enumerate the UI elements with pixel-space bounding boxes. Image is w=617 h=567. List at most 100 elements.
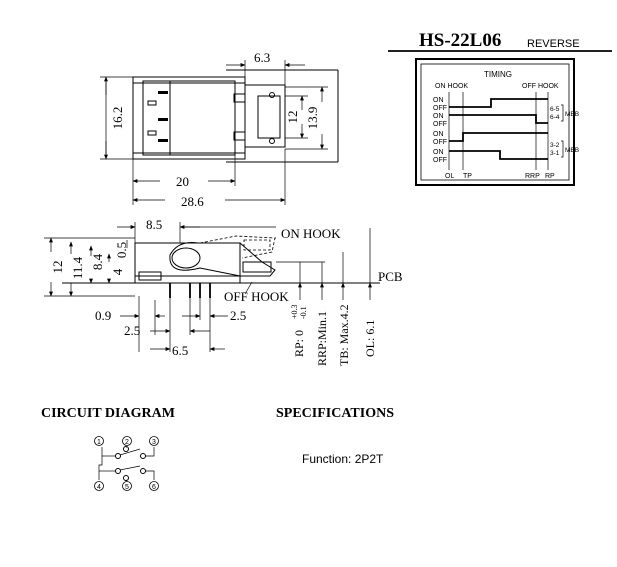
row-label-off-2: OFF bbox=[433, 121, 447, 128]
travel-ol: OL: 6.1 bbox=[363, 320, 377, 357]
pivot-pin bbox=[269, 92, 275, 98]
actuator-window bbox=[257, 95, 281, 139]
timing-on-hook-label: ON HOOK bbox=[435, 83, 468, 90]
contact-node bbox=[115, 468, 121, 474]
timing-heading: TIMING bbox=[484, 70, 512, 79]
row-label-off-3: OFF bbox=[433, 139, 447, 146]
dim-20: 20 bbox=[176, 174, 189, 189]
travel-tb: TB: Max.4.2 bbox=[337, 304, 351, 366]
specifications-heading: SPECIFICATIONS bbox=[276, 406, 394, 421]
contact-node bbox=[140, 468, 146, 474]
row-label-off-4: OFF bbox=[433, 157, 447, 164]
axis-tp: TP bbox=[463, 173, 472, 180]
travel-rp-plus: +0.3 bbox=[290, 304, 299, 319]
actuator-housing bbox=[244, 84, 286, 148]
svg-text:6: 6 bbox=[152, 484, 156, 491]
svg-text:3: 3 bbox=[152, 439, 156, 446]
terminal-slot bbox=[158, 139, 168, 142]
circuit-diagram: CIRCUIT DIAGRAM 1 2 3 4 5 6 bbox=[41, 406, 175, 491]
svg-text:1: 1 bbox=[97, 439, 101, 446]
contact-node bbox=[115, 453, 121, 459]
terminal-slot bbox=[158, 91, 168, 94]
actuator-on-hook-tip bbox=[243, 239, 271, 251]
travel-rp-label: RP: 0 bbox=[292, 330, 306, 357]
axis-rp: RP bbox=[545, 173, 555, 180]
model-number: HS-22L06 bbox=[419, 30, 501, 51]
wire bbox=[145, 447, 155, 457]
mbb-label-1: MBB bbox=[565, 111, 579, 118]
waveform-3-1 bbox=[449, 150, 548, 160]
dim-28-6: 28.6 bbox=[181, 194, 204, 209]
switch-blade bbox=[119, 448, 141, 456]
terminal-6: 6 bbox=[149, 481, 159, 491]
latch-block bbox=[233, 93, 246, 103]
title-block: HS-22L06 REVERSE bbox=[388, 30, 612, 52]
row-label-on-1: ON bbox=[433, 97, 444, 104]
dim-0-9: 0.9 bbox=[95, 308, 111, 323]
contact-node bbox=[123, 475, 129, 481]
terminal-slot bbox=[158, 118, 168, 121]
actuator-tip bbox=[242, 261, 272, 273]
row-label-on-3: ON bbox=[433, 131, 444, 138]
dim-12-side: 12 bbox=[50, 261, 65, 274]
terminal-1: 1 bbox=[94, 436, 104, 446]
dim-12-top: 12 bbox=[285, 111, 300, 124]
wire bbox=[145, 470, 155, 480]
dim-4: 4 bbox=[110, 268, 125, 275]
actuator-arm bbox=[169, 242, 276, 277]
mount-tab bbox=[147, 100, 157, 106]
pivot-pin bbox=[269, 138, 275, 144]
dim-8-5: 8.5 bbox=[146, 217, 162, 232]
actuator-on-hook-outline bbox=[199, 235, 276, 259]
side-off-hook: OFF HOOK bbox=[224, 289, 289, 304]
terminal-2: 2 bbox=[122, 436, 132, 446]
axis-rrp: RRP bbox=[525, 173, 540, 180]
contact-6-4: 6-4 bbox=[550, 114, 560, 121]
specification-function: Function: 2P2T bbox=[302, 452, 384, 466]
mbb-bracket-2 bbox=[561, 140, 564, 158]
row-label-off-1: OFF bbox=[433, 105, 447, 112]
dim-16-2: 16.2 bbox=[110, 107, 125, 130]
travel-rp-minus: -0.1 bbox=[299, 306, 308, 319]
wire bbox=[98, 447, 103, 480]
dim-13-9: 13.9 bbox=[305, 107, 320, 130]
mount-tab bbox=[147, 130, 157, 136]
dim-6-3: 6.3 bbox=[254, 50, 270, 65]
circuit-heading: CIRCUIT DIAGRAM bbox=[41, 406, 175, 421]
row-label-on-2: ON bbox=[433, 113, 444, 120]
side-foot bbox=[138, 271, 162, 281]
timing-chart: TIMING ON HOOK OFF HOOK ON OFF ON OFF ON… bbox=[415, 58, 579, 186]
waveform-3-2 bbox=[449, 132, 548, 142]
mbb-bracket-1 bbox=[561, 104, 564, 122]
leader bbox=[244, 281, 253, 295]
side-view: PCB ON HOOK OFF HOOK 8.5 12 11.4 8.4 4 0… bbox=[44, 217, 403, 366]
mbb-label-2: MBB bbox=[565, 147, 579, 154]
svg-text:5: 5 bbox=[125, 484, 129, 491]
contact-node bbox=[123, 446, 129, 452]
dim-6-5: 6.5 bbox=[172, 343, 188, 358]
switch-blade bbox=[119, 465, 141, 471]
dim-11-4: 11.4 bbox=[70, 256, 85, 279]
dim-2-5-right: 2.5 bbox=[230, 308, 246, 323]
terminal-5: 5 bbox=[122, 481, 132, 491]
side-on-hook: ON HOOK bbox=[281, 226, 341, 241]
top-view: 6.3 16.2 12 13.9 20 28.6 bbox=[100, 50, 339, 209]
timing-inner-frame bbox=[420, 63, 570, 181]
dim-2-5-left: 2.5 bbox=[124, 323, 140, 338]
travel-rp: RP: 0 +0.3 -0.1 bbox=[290, 304, 308, 357]
pcb-label: PCB bbox=[378, 269, 403, 284]
waveform-6-4 bbox=[449, 114, 548, 124]
model-suffix: REVERSE bbox=[527, 38, 580, 50]
svg-text:4: 4 bbox=[97, 484, 101, 491]
contact-3-2: 3-2 bbox=[550, 142, 560, 149]
contact-node bbox=[140, 453, 146, 459]
timing-off-hook-label: OFF HOOK bbox=[522, 83, 559, 90]
axis-ol: OL bbox=[445, 173, 454, 180]
actuator-cam bbox=[171, 247, 201, 269]
specifications: SPECIFICATIONS Function: 2P2T bbox=[276, 406, 394, 466]
switch-body-inner bbox=[142, 80, 236, 156]
side-body bbox=[134, 242, 241, 284]
terminal-3: 3 bbox=[149, 436, 159, 446]
travel-rrp: RRP:Min.1 bbox=[315, 311, 329, 366]
